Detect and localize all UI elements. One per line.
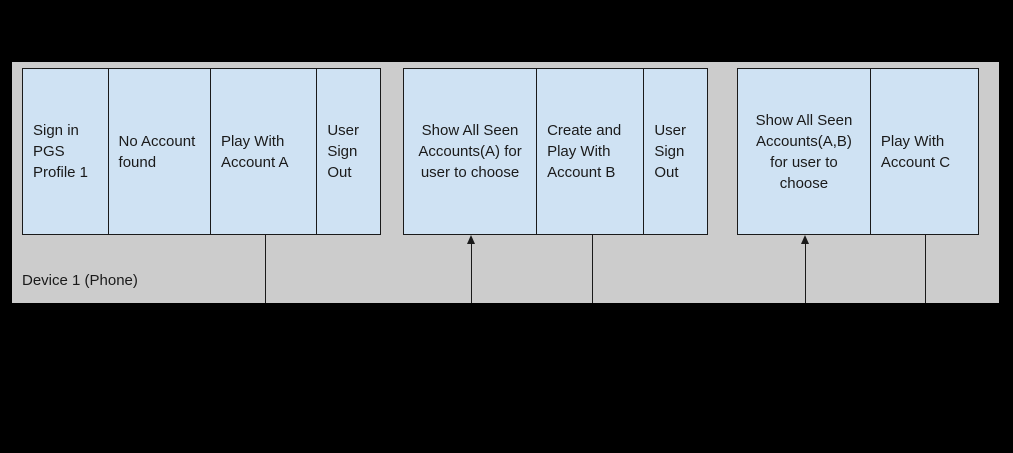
action-group-1: Sign in PGS Profile 1 No Account found P… xyxy=(22,68,381,235)
step-label: No Account found xyxy=(118,132,196,171)
step-label: User Sign Out xyxy=(654,122,687,181)
step-user-sign-out-1[interactable]: User Sign Out xyxy=(317,69,380,234)
action-group-3: Show All Seen Accounts(A,B) for user to … xyxy=(737,68,979,235)
step-label: Play With Account C xyxy=(880,132,951,171)
step-label: Play With Account A xyxy=(220,132,289,171)
step-play-with-account-c[interactable]: Play With Account C xyxy=(870,69,978,234)
connector-2 xyxy=(471,243,472,303)
step-no-account-found[interactable]: No Account found xyxy=(108,69,211,234)
step-sign-in-pgs-profile-1[interactable]: Sign in PGS Profile 1 xyxy=(23,69,109,234)
step-label: Create and Play With Account B xyxy=(547,122,622,181)
connector-3 xyxy=(592,235,593,303)
connector-2-arrowhead-icon xyxy=(467,235,476,244)
step-label: Show All Seen Accounts(A) for user to ch… xyxy=(418,122,522,181)
step-create-and-play-with-account-b[interactable]: Create and Play With Account B xyxy=(537,69,645,234)
step-show-all-seen-accounts-a[interactable]: Show All Seen Accounts(A) for user to ch… xyxy=(404,69,538,234)
device-label: Device 1 (Phone) xyxy=(22,272,138,289)
step-label: Sign in PGS Profile 1 xyxy=(33,122,89,181)
step-play-with-account-a[interactable]: Play With Account A xyxy=(210,69,318,234)
connector-4 xyxy=(805,243,806,303)
action-group-2: Show All Seen Accounts(A) for user to ch… xyxy=(403,68,708,235)
connector-1 xyxy=(265,235,266,303)
step-show-all-seen-accounts-ab[interactable]: Show All Seen Accounts(A,B) for user to … xyxy=(738,69,871,234)
connector-5 xyxy=(925,235,926,303)
step-label: Show All Seen Accounts(A,B) for user to … xyxy=(755,111,853,192)
step-user-sign-out-2[interactable]: User Sign Out xyxy=(644,69,707,234)
connector-4-arrowhead-icon xyxy=(801,235,810,244)
step-label: User Sign Out xyxy=(327,122,359,181)
